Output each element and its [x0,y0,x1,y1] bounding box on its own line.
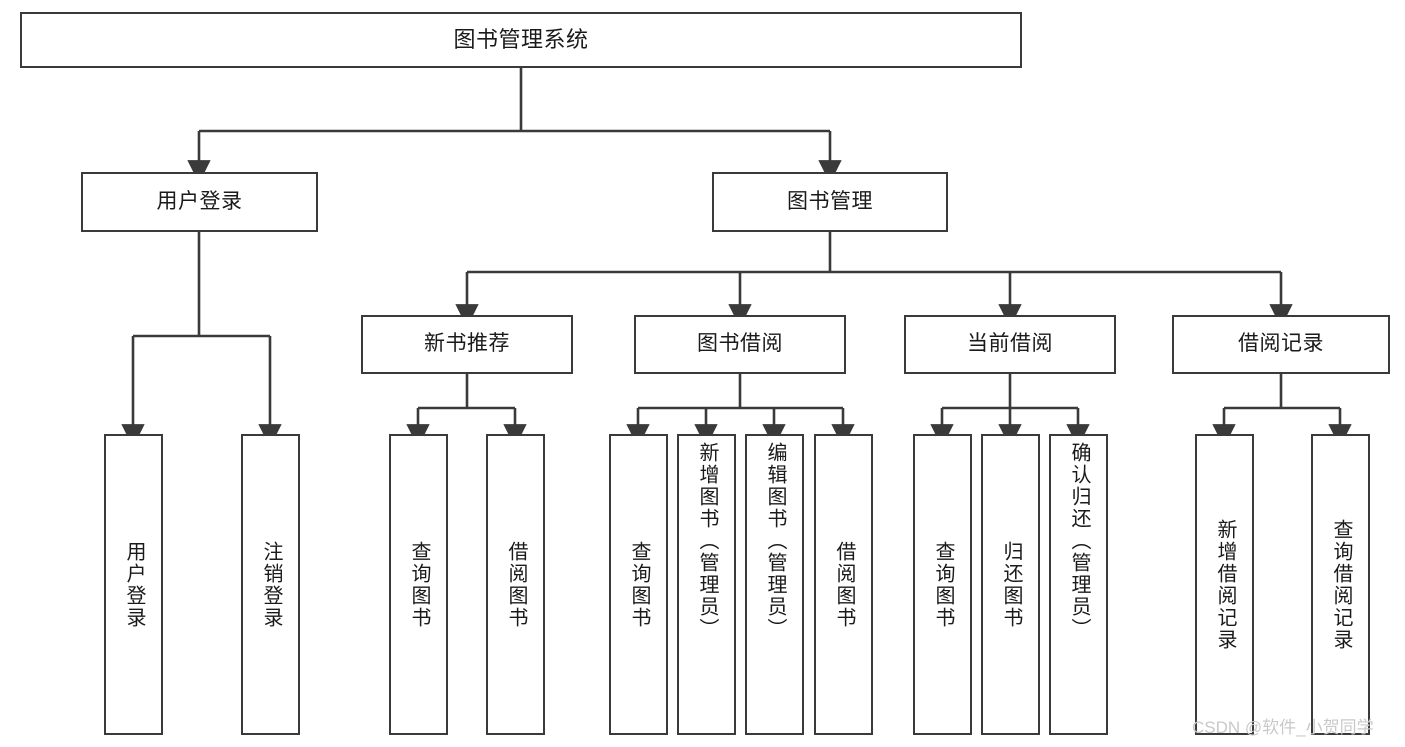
node-label: 编辑图书（管理员） [764,442,786,640]
leaf-borrow-add-book[interactable]: 新增图书（管理员） [677,434,736,735]
node-borrow-record[interactable]: 借阅记录 [1172,315,1390,374]
node-label: 图书管理系统 [453,27,589,53]
leaf-borrow-edit-book[interactable]: 编辑图书（管理员） [745,434,804,735]
node-label: 归还图书 [1000,540,1022,629]
leaf-record-query-record[interactable]: 查询借阅记录 [1311,434,1370,735]
leaf-borrow-borrow-book[interactable]: 借阅图书 [814,434,873,735]
leaf-record-add-record[interactable]: 新增借阅记录 [1195,434,1254,735]
node-label: 用户登录 [156,189,243,213]
node-label: 注销登录 [260,540,282,629]
node-current-borrow[interactable]: 当前借阅 [904,315,1116,374]
node-label: 借阅图书 [833,540,855,629]
node-label: 借阅记录 [1238,332,1324,356]
node-new-book-recommend[interactable]: 新书推荐 [361,315,573,374]
node-label: 确认归还（管理员） [1068,442,1090,640]
node-label: 新增图书（管理员） [696,442,718,640]
leaf-borrow-query-book[interactable]: 查询图书 [609,434,668,735]
leaf-user-login[interactable]: 用户登录 [104,434,163,735]
node-label: 查询图书 [408,540,430,629]
node-root-system[interactable]: 图书管理系统 [20,12,1022,68]
node-label: 查询图书 [932,540,954,629]
node-label: 图书借阅 [697,332,783,356]
node-book-borrow[interactable]: 图书借阅 [634,315,846,374]
node-label: 查询图书 [628,540,650,629]
leaf-newbook-query-book[interactable]: 查询图书 [389,434,448,735]
node-label: 用户登录 [123,540,145,629]
node-book-management[interactable]: 图书管理 [712,172,948,232]
leaf-current-confirm-return[interactable]: 确认归还（管理员） [1049,434,1108,735]
node-label: 借阅图书 [505,540,527,629]
leaf-current-query-book[interactable]: 查询图书 [913,434,972,735]
node-label: 新书推荐 [424,332,510,356]
node-label: 新增借阅记录 [1214,518,1236,651]
node-label: 图书管理 [787,189,873,213]
csdn-watermark: CSDN @软件_小贺同学 [1192,718,1374,737]
node-label: 当前借阅 [967,332,1053,356]
leaf-current-return-book[interactable]: 归还图书 [981,434,1040,735]
node-user-login[interactable]: 用户登录 [81,172,318,232]
node-label: 查询借阅记录 [1330,518,1352,651]
leaf-newbook-borrow-book[interactable]: 借阅图书 [486,434,545,735]
leaf-logout[interactable]: 注销登录 [241,434,300,735]
